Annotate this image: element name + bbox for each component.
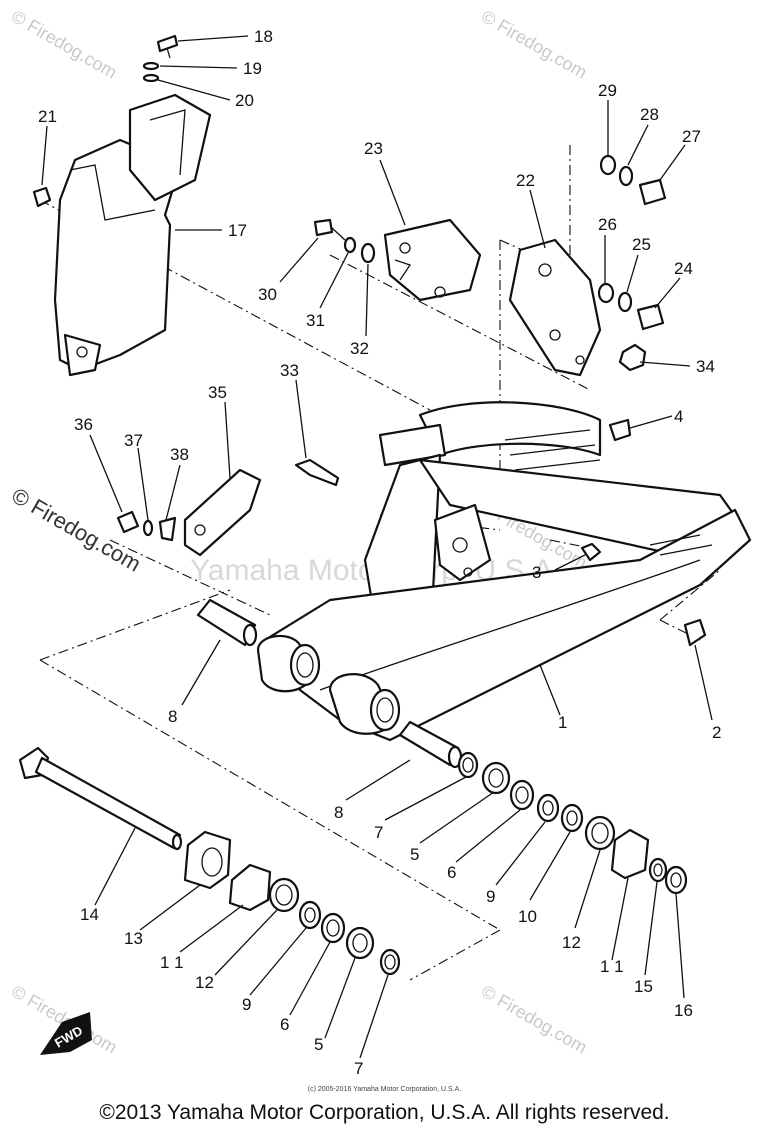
callout-9a: 9 [486,887,495,906]
callout-4: 4 [674,407,683,426]
pivot-shaft [18,746,183,851]
callout-7b: 7 [354,1059,363,1078]
collars [196,598,463,769]
callout-11b: 1 1 [160,953,184,972]
callout-14: 14 [80,905,99,924]
callout-12a: 12 [562,933,581,952]
callout-30: 30 [258,285,277,304]
callout-12b: 12 [195,973,214,992]
callout-37: 37 [124,431,143,450]
callout-25: 25 [632,235,651,254]
callout-18: 18 [254,27,273,46]
callout-38: 38 [170,445,189,464]
callout-34: 34 [696,357,715,376]
part-number-callouts: 1 2 3 4 5 5 6 6 7 7 8 8 9 9 10 1 1 1 1 1… [38,27,721,1078]
callout-36: 36 [74,415,93,434]
watermark-top-right: © Firedog.com [478,6,590,82]
callout-8a: 8 [168,707,177,726]
watermark-top-left: © Firedog.com [8,6,120,82]
callout-5b: 5 [314,1035,323,1054]
callout-11a: 1 1 [600,957,624,976]
callout-23: 23 [364,139,383,158]
callout-21: 21 [38,107,57,126]
watermark-bottom-right: © Firedog.com [478,981,590,1057]
bracket-hardware [294,154,707,647]
copyright-notice: ©2013 Yamaha Motor Corporation, U.S.A. A… [99,1101,670,1124]
callout-3: 3 [532,563,541,582]
callout-35: 35 [208,383,227,402]
callout-17: 17 [228,221,247,240]
caliper-bracket [383,218,602,377]
callout-9b: 9 [242,995,251,1014]
callout-27: 27 [682,127,701,146]
swingarm [256,508,752,742]
callout-16: 16 [674,1001,693,1020]
small-credit: (c) 2005-2016 Yamaha Motor Corporation, … [307,1086,462,1093]
bearing-stack-left [183,830,401,976]
callout-28: 28 [640,105,659,124]
guard-hardware [32,34,179,208]
callout-13: 13 [124,929,143,948]
callout-20: 20 [235,91,254,110]
bearing-stack-right [457,751,688,895]
chain-guard [53,93,212,377]
callout-6b: 6 [280,1015,289,1034]
callout-22: 22 [516,171,535,190]
callout-5a: 5 [410,845,419,864]
leader-lines [41,35,713,1059]
callout-8b: 8 [334,803,343,822]
brake-arm-bracket [116,468,262,557]
callout-31: 31 [306,311,325,330]
alignment-lines [39,145,721,981]
callout-1: 1 [558,713,567,732]
callout-15: 15 [634,977,653,996]
callout-7a: 7 [374,823,383,842]
callout-10: 10 [518,907,537,926]
callout-32: 32 [350,339,369,358]
callout-29: 29 [598,81,617,100]
callout-6a: 6 [447,863,456,882]
callout-2: 2 [712,723,721,742]
callout-24: 24 [674,259,693,278]
callout-26: 26 [598,215,617,234]
callout-33: 33 [280,361,299,380]
callout-19: 19 [243,59,262,78]
